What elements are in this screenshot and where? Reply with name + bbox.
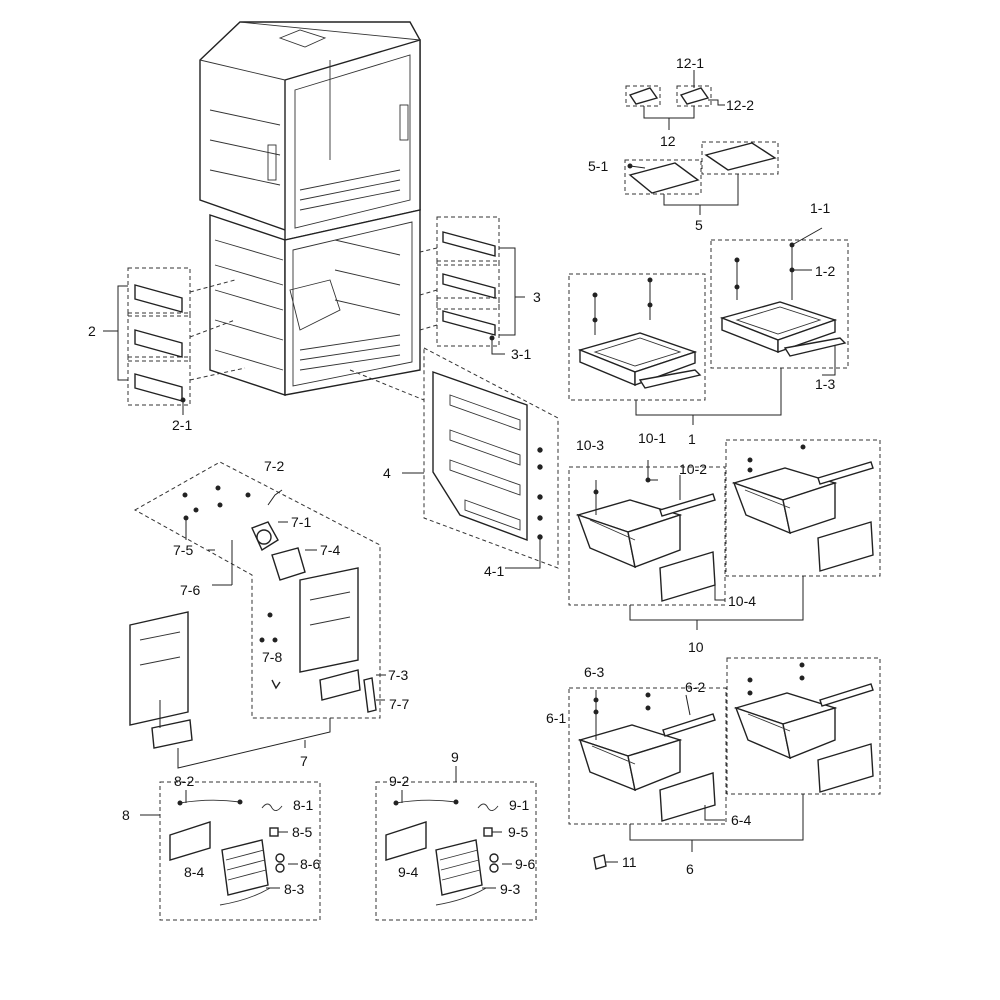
label-4: 4 bbox=[383, 465, 391, 481]
part-4-panel bbox=[349, 347, 559, 569]
label-10-4: 10-4 bbox=[728, 593, 756, 609]
label-5-1: 5-1 bbox=[588, 158, 608, 174]
label-3-1: 3-1 bbox=[511, 346, 531, 362]
part-3-rails bbox=[419, 216, 525, 355]
label-8: 8 bbox=[122, 807, 130, 823]
label-9: 9 bbox=[451, 749, 459, 765]
label-7-5: 7-5 bbox=[173, 542, 193, 558]
label-9-1: 9-1 bbox=[509, 797, 529, 813]
part-6-drawers bbox=[568, 657, 881, 852]
part-8-assembly bbox=[140, 781, 321, 921]
label-1-2: 1-2 bbox=[815, 263, 835, 279]
label-8-5: 8-5 bbox=[292, 824, 312, 840]
part-2-rails bbox=[103, 267, 246, 415]
label-7-2: 7-2 bbox=[264, 458, 284, 474]
label-10-3: 10-3 bbox=[576, 437, 604, 453]
label-8-6: 8-6 bbox=[300, 856, 320, 872]
part-10-drawers bbox=[568, 439, 881, 630]
label-8-1: 8-1 bbox=[293, 797, 313, 813]
part-11 bbox=[593, 854, 618, 870]
label-8-4: 8-4 bbox=[184, 864, 204, 880]
callout-labels: 1 1-1 1-2 1-3 2 2-1 3 3-1 4 4-1 5 5-1 6 … bbox=[88, 55, 835, 897]
label-7-1: 7-1 bbox=[291, 514, 311, 530]
part-12 bbox=[625, 70, 725, 130]
label-5: 5 bbox=[695, 217, 703, 233]
cabinet-assembly bbox=[199, 21, 421, 396]
label-6-1: 6-1 bbox=[546, 710, 566, 726]
label-12-2: 12-2 bbox=[726, 97, 754, 113]
label-2: 2 bbox=[88, 323, 96, 339]
label-7: 7 bbox=[300, 753, 308, 769]
part-9-assembly bbox=[375, 766, 537, 921]
label-10-1: 10-1 bbox=[638, 430, 666, 446]
label-7-7: 7-7 bbox=[389, 696, 409, 712]
label-1: 1 bbox=[688, 431, 696, 447]
label-7-3: 7-3 bbox=[388, 667, 408, 683]
part-1-trays bbox=[568, 227, 849, 425]
label-9-5: 9-5 bbox=[508, 824, 528, 840]
label-11: 11 bbox=[622, 854, 637, 870]
label-3: 3 bbox=[533, 289, 541, 305]
label-9-2: 9-2 bbox=[389, 773, 409, 789]
label-1-1: 1-1 bbox=[810, 200, 830, 216]
label-7-6: 7-6 bbox=[180, 582, 200, 598]
label-7-4: 7-4 bbox=[320, 542, 340, 558]
label-1-3: 1-3 bbox=[815, 376, 835, 392]
label-4-1: 4-1 bbox=[484, 563, 504, 579]
label-9-4: 9-4 bbox=[398, 864, 418, 880]
label-2-1: 2-1 bbox=[172, 417, 192, 433]
label-9-3: 9-3 bbox=[500, 881, 520, 897]
label-6-2: 6-2 bbox=[685, 679, 705, 695]
part-5 bbox=[624, 141, 779, 215]
label-10: 10 bbox=[688, 639, 704, 655]
label-9-6: 9-6 bbox=[515, 856, 535, 872]
label-6: 6 bbox=[686, 861, 694, 877]
label-6-3: 6-3 bbox=[584, 664, 604, 680]
label-12-1: 12-1 bbox=[676, 55, 704, 71]
label-12: 12 bbox=[660, 133, 676, 149]
part-7-assembly bbox=[129, 461, 386, 769]
label-10-2: 10-2 bbox=[679, 461, 707, 477]
label-7-8: 7-8 bbox=[262, 649, 282, 665]
label-8-2: 8-2 bbox=[174, 773, 194, 789]
label-6-4: 6-4 bbox=[731, 812, 751, 828]
label-8-3: 8-3 bbox=[284, 881, 304, 897]
